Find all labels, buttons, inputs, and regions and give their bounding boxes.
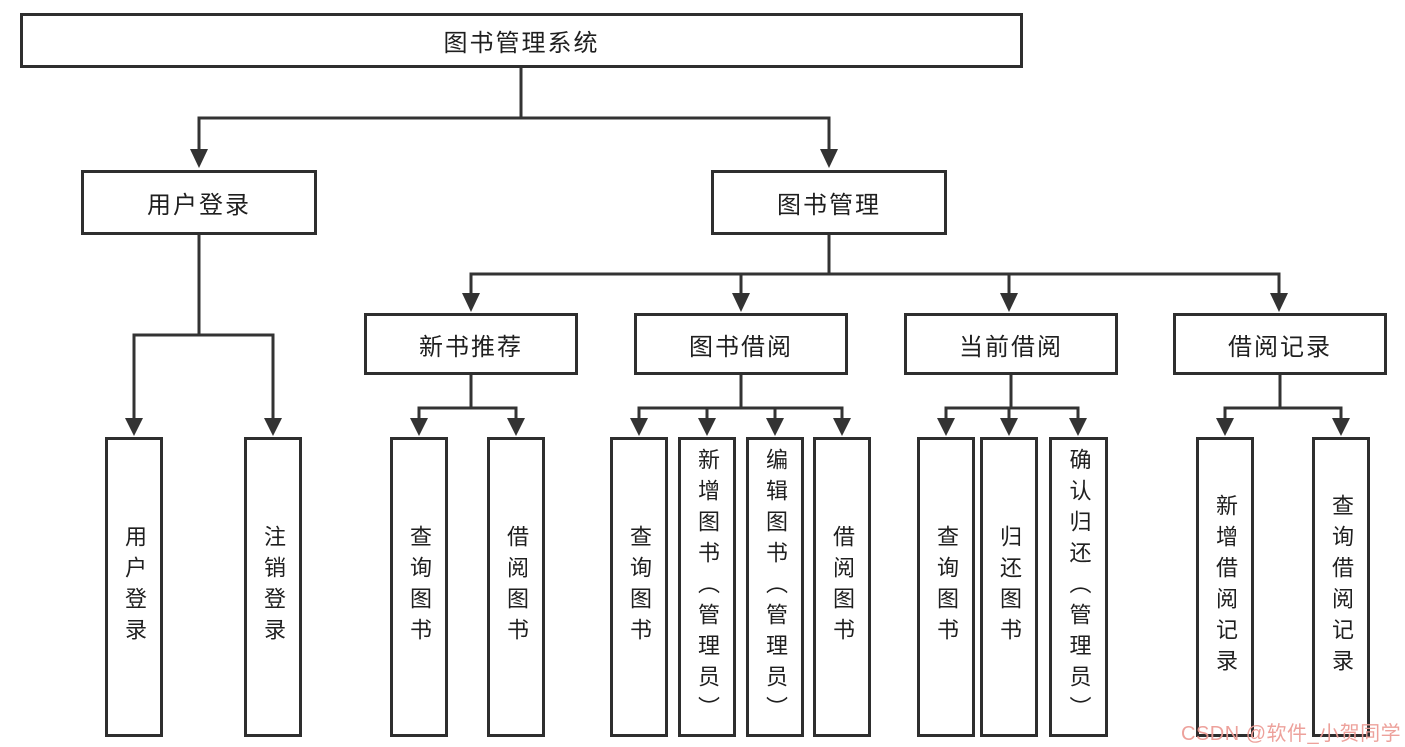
leaf-query-books-current: 查询图书 — [917, 437, 975, 737]
leaf-user-login: 用户登录 — [105, 437, 163, 737]
node-new-book-recommend: 新书推荐 — [364, 313, 578, 375]
node-user-login: 用户登录 — [81, 170, 317, 235]
leaf-add-books-admin: 新增图书（管理员） — [678, 437, 736, 737]
connector-user-login-to-leaves — [125, 233, 282, 436]
node-book-borrowing: 图书借阅 — [634, 313, 848, 375]
node-book-management: 图书管理 — [711, 170, 947, 235]
leaf-borrow-books-borrowing-label: 借阅图书 — [830, 525, 855, 649]
leaf-edit-books-admin-label: 编辑图书（管理员） — [763, 447, 788, 727]
connector-borrow-records-to-leaves — [1216, 373, 1350, 436]
leaf-borrow-books-borrowing: 借阅图书 — [813, 437, 871, 737]
leaf-add-books-admin-label: 新增图书（管理员） — [695, 447, 720, 727]
leaf-user-login-label: 用户登录 — [122, 525, 147, 649]
connector-current-borrowing-to-leaves — [937, 373, 1087, 436]
leaf-add-borrow-record-label: 新增借阅记录 — [1213, 494, 1238, 680]
node-current-borrowing: 当前借阅 — [904, 313, 1118, 375]
leaf-return-books-label: 归还图书 — [997, 525, 1022, 649]
node-borrowing-records: 借阅记录 — [1173, 313, 1387, 375]
leaf-logout-login: 注销登录 — [244, 437, 302, 737]
connector-root-to-level2 — [190, 66, 838, 168]
csdn-watermark: CSDN @软件_小贺同学 — [1181, 723, 1402, 745]
leaf-logout-login-label: 注销登录 — [261, 525, 286, 649]
leaf-add-borrow-record: 新增借阅记录 — [1196, 437, 1254, 737]
leaf-query-borrow-record-label: 查询借阅记录 — [1329, 494, 1354, 680]
leaf-edit-books-admin: 编辑图书（管理员） — [746, 437, 804, 737]
leaf-query-books-recommend: 查询图书 — [390, 437, 448, 737]
leaf-borrow-books-recommend-label: 借阅图书 — [504, 525, 529, 649]
leaf-return-books: 归还图书 — [980, 437, 1038, 737]
leaf-query-books-borrowing-label: 查询图书 — [627, 525, 652, 649]
connector-new-book-to-leaves — [410, 373, 525, 436]
leaf-query-books-recommend-label: 查询图书 — [407, 525, 432, 649]
connector-book-management-to-level3 — [462, 233, 1288, 312]
leaf-query-books-current-label: 查询图书 — [934, 525, 959, 649]
connector-book-borrowing-to-leaves — [630, 373, 851, 436]
node-root: 图书管理系统 — [20, 13, 1023, 68]
leaf-borrow-books-recommend: 借阅图书 — [487, 437, 545, 737]
leaf-query-books-borrowing: 查询图书 — [610, 437, 668, 737]
leaf-confirm-return-admin: 确认归还（管理员） — [1049, 437, 1108, 737]
leaf-confirm-return-admin-label: 确认归还（管理员） — [1066, 447, 1092, 727]
leaf-query-borrow-record: 查询借阅记录 — [1312, 437, 1370, 737]
